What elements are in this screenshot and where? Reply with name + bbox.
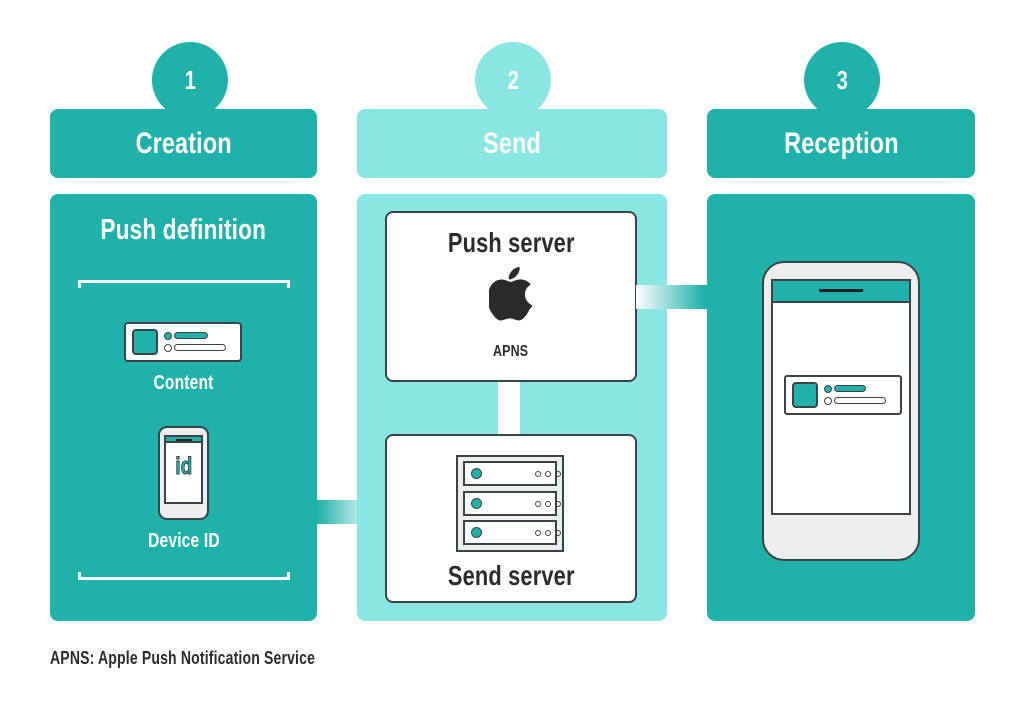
reception-header: Reception xyxy=(707,109,975,178)
send-header: Send xyxy=(357,109,667,178)
footnote-text: APNS: Apple Push Notification Service xyxy=(50,648,316,668)
content-text: Content xyxy=(153,372,214,394)
content-label: Content xyxy=(50,372,317,395)
send-server-box: Send server xyxy=(385,434,637,603)
notification-card-icon xyxy=(124,322,242,362)
push-definition-text: Push definition xyxy=(100,214,267,246)
phone-id-icon: id xyxy=(158,426,209,520)
creation-panel: Push definition Content id Device ID xyxy=(50,194,317,621)
creation-title: Creation xyxy=(135,126,232,160)
push-server-box: Push server APNS xyxy=(385,211,637,382)
id-text: id xyxy=(175,453,193,481)
connector-push-to-send-server xyxy=(498,381,520,436)
send-server-text: Send server xyxy=(447,560,575,591)
smartphone-notification-icon xyxy=(762,261,920,561)
apple-logo-icon xyxy=(489,266,533,321)
id-glyph: id xyxy=(166,453,201,481)
step-2-badge: 2 xyxy=(475,42,551,118)
footnote: APNS: Apple Push Notification Service xyxy=(50,648,390,669)
notification-card xyxy=(784,375,902,415)
device-id-label: Device ID xyxy=(50,530,317,553)
step-number: 3 xyxy=(836,64,848,95)
step-1-badge: 1 xyxy=(152,42,228,118)
step-3-badge: 3 xyxy=(804,42,880,118)
push-definition-title: Push definition xyxy=(50,214,317,247)
bracket-top xyxy=(78,280,290,288)
push-server-text: Push server xyxy=(447,227,575,258)
step-number: 1 xyxy=(184,64,196,95)
send-title: Send xyxy=(483,126,541,160)
bracket-bottom xyxy=(78,572,290,580)
step-number: 2 xyxy=(507,64,519,95)
send-server-title: Send server xyxy=(387,560,635,592)
apns-label: APNS xyxy=(387,343,635,361)
server-rack-icon xyxy=(456,455,564,552)
reception-title: Reception xyxy=(783,126,899,160)
apns-text: APNS xyxy=(493,343,529,360)
connector-push-to-reception xyxy=(636,285,707,309)
device-id-text: Device ID xyxy=(147,530,220,552)
push-server-title: Push server xyxy=(387,227,635,259)
creation-header: Creation xyxy=(50,109,317,178)
